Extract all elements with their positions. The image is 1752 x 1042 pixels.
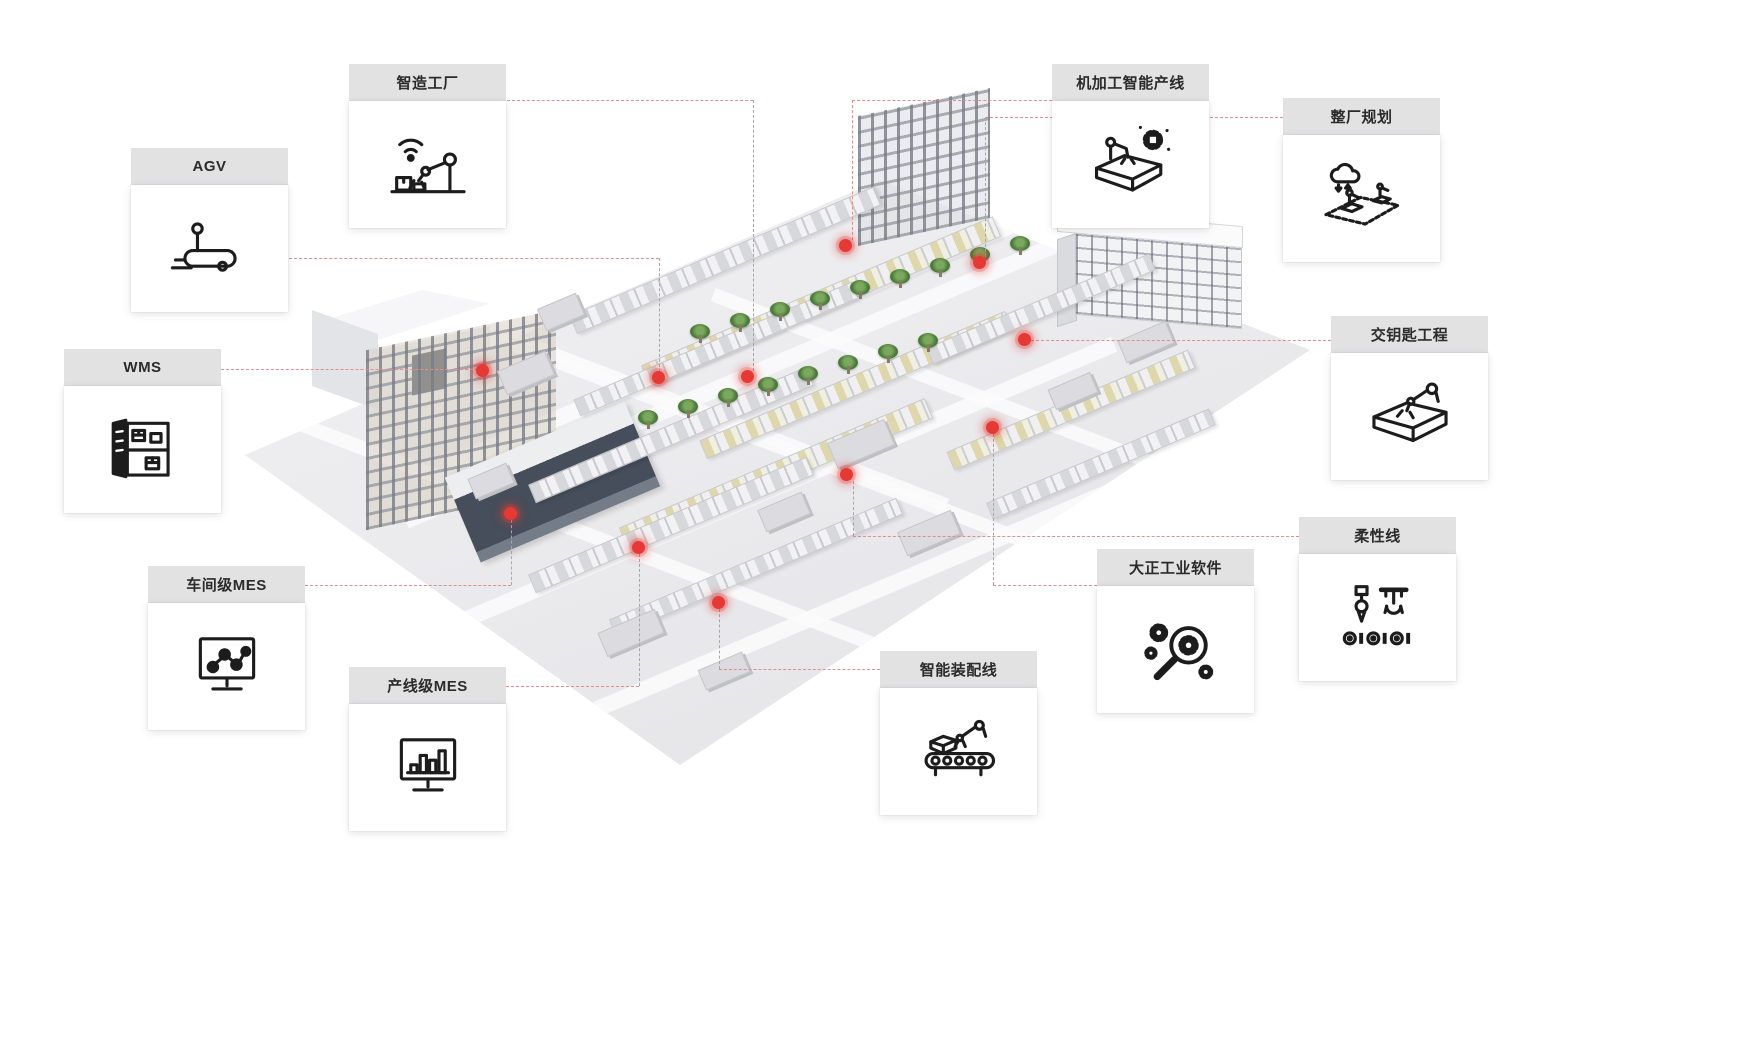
callout-workshop-mes: 车间级MES [148,566,305,730]
palm-tree [758,377,778,396]
office-building-side [1057,232,1077,328]
callout-wms: WMS [64,349,221,513]
connector-line [639,554,640,686]
callout-label: 交钥匙工程 [1331,316,1488,353]
connector-line [719,669,880,670]
red-marker [839,239,852,252]
monitor-bar-chart-icon [399,737,456,792]
monitor-node-graph-icon [198,636,255,691]
connector-line [305,585,511,586]
palm-tree [810,291,830,310]
assembly-conveyor-robot-icon [924,719,995,776]
palm-tree [638,410,658,429]
red-marker [712,596,725,609]
flexible-line-tools-icon [1342,584,1410,645]
callout-line-mes: 产线级MES [349,667,506,831]
connector-line [993,434,994,585]
red-marker [504,507,517,520]
callout-smart-factory: 智造工厂 [349,64,506,228]
callout-machining-line: 机加工智能产线 [1052,64,1209,228]
palm-tree [1010,236,1030,255]
red-marker [986,421,999,434]
connector-line [289,258,659,259]
connector-line [853,536,1299,537]
connector-line [1031,340,1331,341]
callout-assembly-line: 智能装配线 [880,651,1037,815]
callout-label: 柔性线 [1299,517,1456,554]
red-marker [476,364,489,377]
callout-flexible-line: 柔性线 [1299,517,1456,681]
callout-label: 机加工智能产线 [1052,64,1209,101]
connector-line [993,585,1097,586]
palm-tree [838,355,858,374]
callout-plant-planning: 整厂规划 [1283,98,1440,262]
palm-tree [918,333,938,352]
connector-line [852,100,853,240]
connector-line [506,686,639,687]
palm-tree [878,344,898,363]
callout-label: WMS [64,349,221,386]
callout-label: 车间级MES [148,566,305,603]
connector-line [852,100,1052,101]
palm-tree [678,399,698,418]
magnifier-gears-icon [1143,622,1213,680]
callout-label: 产线级MES [349,667,506,704]
connector-line [985,117,986,257]
agv-vehicle-icon [170,221,237,272]
palm-tree [850,280,870,299]
connector-line [853,481,854,536]
red-marker [840,468,853,481]
red-marker [973,256,986,269]
callout-agv: AGV [131,148,288,312]
red-marker [1018,333,1031,346]
machining-robot-gear-icon [1094,125,1170,192]
connector-line [511,520,512,585]
palm-tree [930,258,950,277]
palm-tree [718,388,738,407]
turnkey-robot-box-icon [1371,382,1448,442]
connector-line [659,258,660,372]
callout-dazheng-software: 大正工业软件 [1097,549,1254,713]
callout-turnkey: 交钥匙工程 [1331,316,1488,480]
palm-tree [798,366,818,385]
callout-label: 智造工厂 [349,64,506,101]
callout-label: 整厂规划 [1283,98,1440,135]
palm-tree [770,302,790,321]
connector-line [753,100,754,371]
palm-tree [690,324,710,343]
red-marker [632,541,645,554]
palm-tree [730,313,750,332]
connector-line [221,369,478,370]
callout-label: 智能装配线 [880,651,1037,688]
callout-label: 大正工业软件 [1097,549,1254,586]
connector-line [719,609,720,669]
palm-tree [890,269,910,288]
connector-line [507,100,753,101]
factory-robot-wifi-icon [389,138,466,193]
red-marker [741,370,754,383]
plant-planning-icon [1323,162,1400,226]
callout-label: AGV [131,148,288,185]
warehouse-cabinet-icon [111,418,170,478]
red-marker [652,371,665,384]
